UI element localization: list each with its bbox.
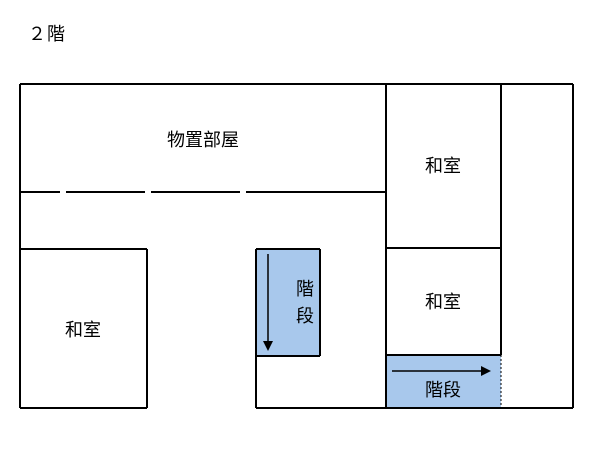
stairs-right-label: 階段 (425, 380, 461, 401)
stairs-center-fill (256, 249, 320, 356)
floor-label: ２階 (28, 24, 66, 45)
stairs-right-fill (386, 355, 501, 407)
stairs-center-label-line2: 段 (296, 306, 314, 327)
stairs-center-label-line1: 階 (296, 279, 314, 300)
room-label-storage: 物置部屋 (167, 130, 239, 151)
room-label-washitsu-mid-right: 和室 (425, 292, 461, 313)
room-label-washitsu-top-right: 和室 (425, 156, 461, 177)
room-label-washitsu-left: 和室 (65, 320, 101, 341)
walls (19, 83, 574, 409)
